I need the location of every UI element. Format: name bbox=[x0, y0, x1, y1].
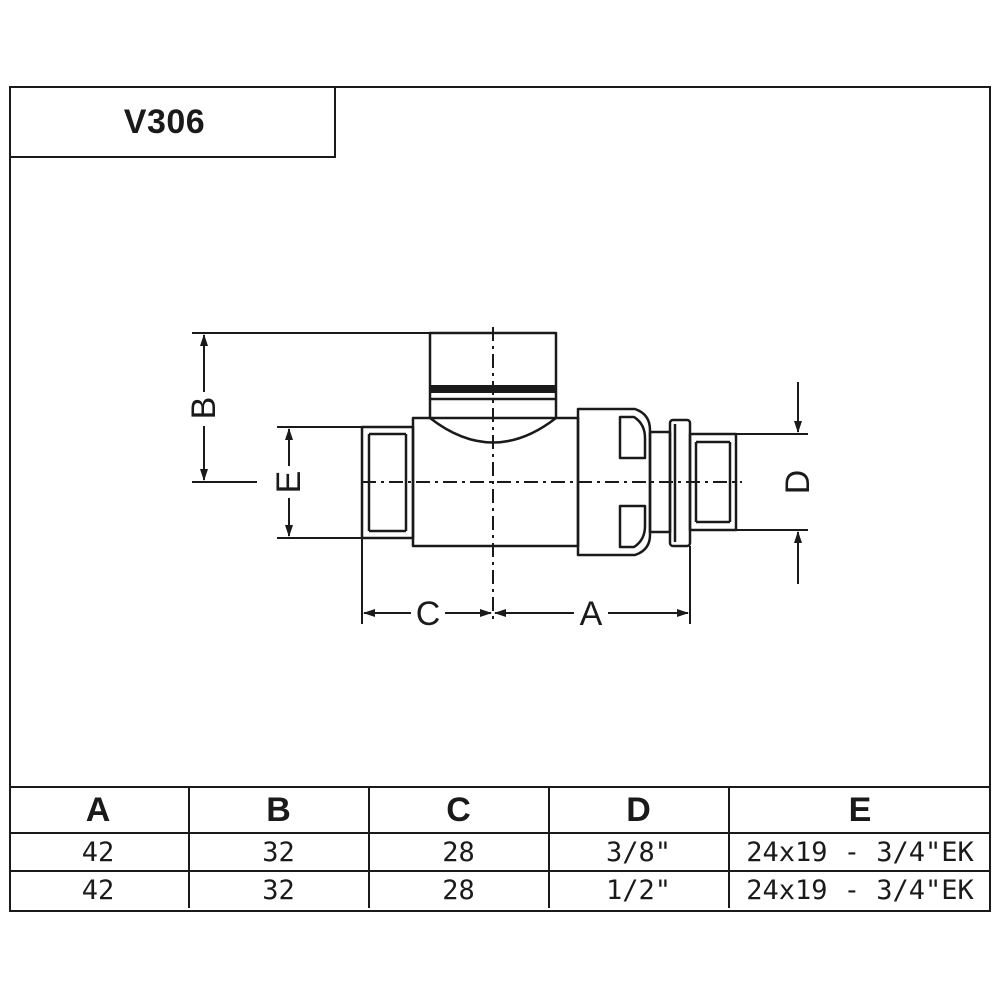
header-e: E bbox=[727, 786, 991, 834]
drawing-sheet: V306 bbox=[8, 86, 991, 912]
table-row: 42 32 28 1/2" 24x19 - 3/4"EK bbox=[8, 870, 991, 908]
cell-a: 42 bbox=[8, 870, 190, 908]
cell-e: 24x19 - 3/4"EK bbox=[727, 832, 991, 872]
label-a: A bbox=[580, 595, 603, 633]
union-nut bbox=[576, 407, 652, 557]
label-b: B bbox=[185, 397, 223, 420]
header-a: A bbox=[8, 786, 190, 834]
cell-b: 32 bbox=[187, 870, 370, 908]
label-d: D bbox=[779, 470, 817, 495]
header-c: C bbox=[367, 786, 550, 834]
nut-flat bbox=[618, 415, 647, 460]
center-lines bbox=[362, 327, 742, 624]
table-row: 42 32 28 3/8" 24x19 - 3/4"EK bbox=[8, 832, 991, 872]
cell-d: 3/8" bbox=[547, 832, 730, 872]
cell-c: 28 bbox=[367, 870, 550, 908]
cell-d: 1/2" bbox=[547, 870, 730, 908]
nut-flat bbox=[618, 504, 647, 549]
table-header-row: A B C D E bbox=[8, 786, 991, 834]
label-c: C bbox=[416, 595, 441, 633]
valve-drawing: B E D C A bbox=[185, 327, 817, 633]
cell-b: 32 bbox=[187, 832, 370, 872]
cell-a: 42 bbox=[8, 832, 190, 872]
dimension-labels: B E D C A bbox=[185, 397, 817, 633]
header-b: B bbox=[187, 786, 370, 834]
cell-e: 24x19 - 3/4"EK bbox=[727, 870, 991, 908]
label-e: E bbox=[270, 471, 308, 494]
model-title: V306 bbox=[123, 102, 206, 141]
valve-outline bbox=[360, 331, 738, 557]
dimensions-table: A B C D E 42 32 28 3/8" 24x19 - 3/4"EK 4… bbox=[8, 786, 991, 908]
title-box: V306 bbox=[11, 88, 336, 158]
header-d: D bbox=[547, 786, 730, 834]
cell-c: 28 bbox=[367, 832, 550, 872]
